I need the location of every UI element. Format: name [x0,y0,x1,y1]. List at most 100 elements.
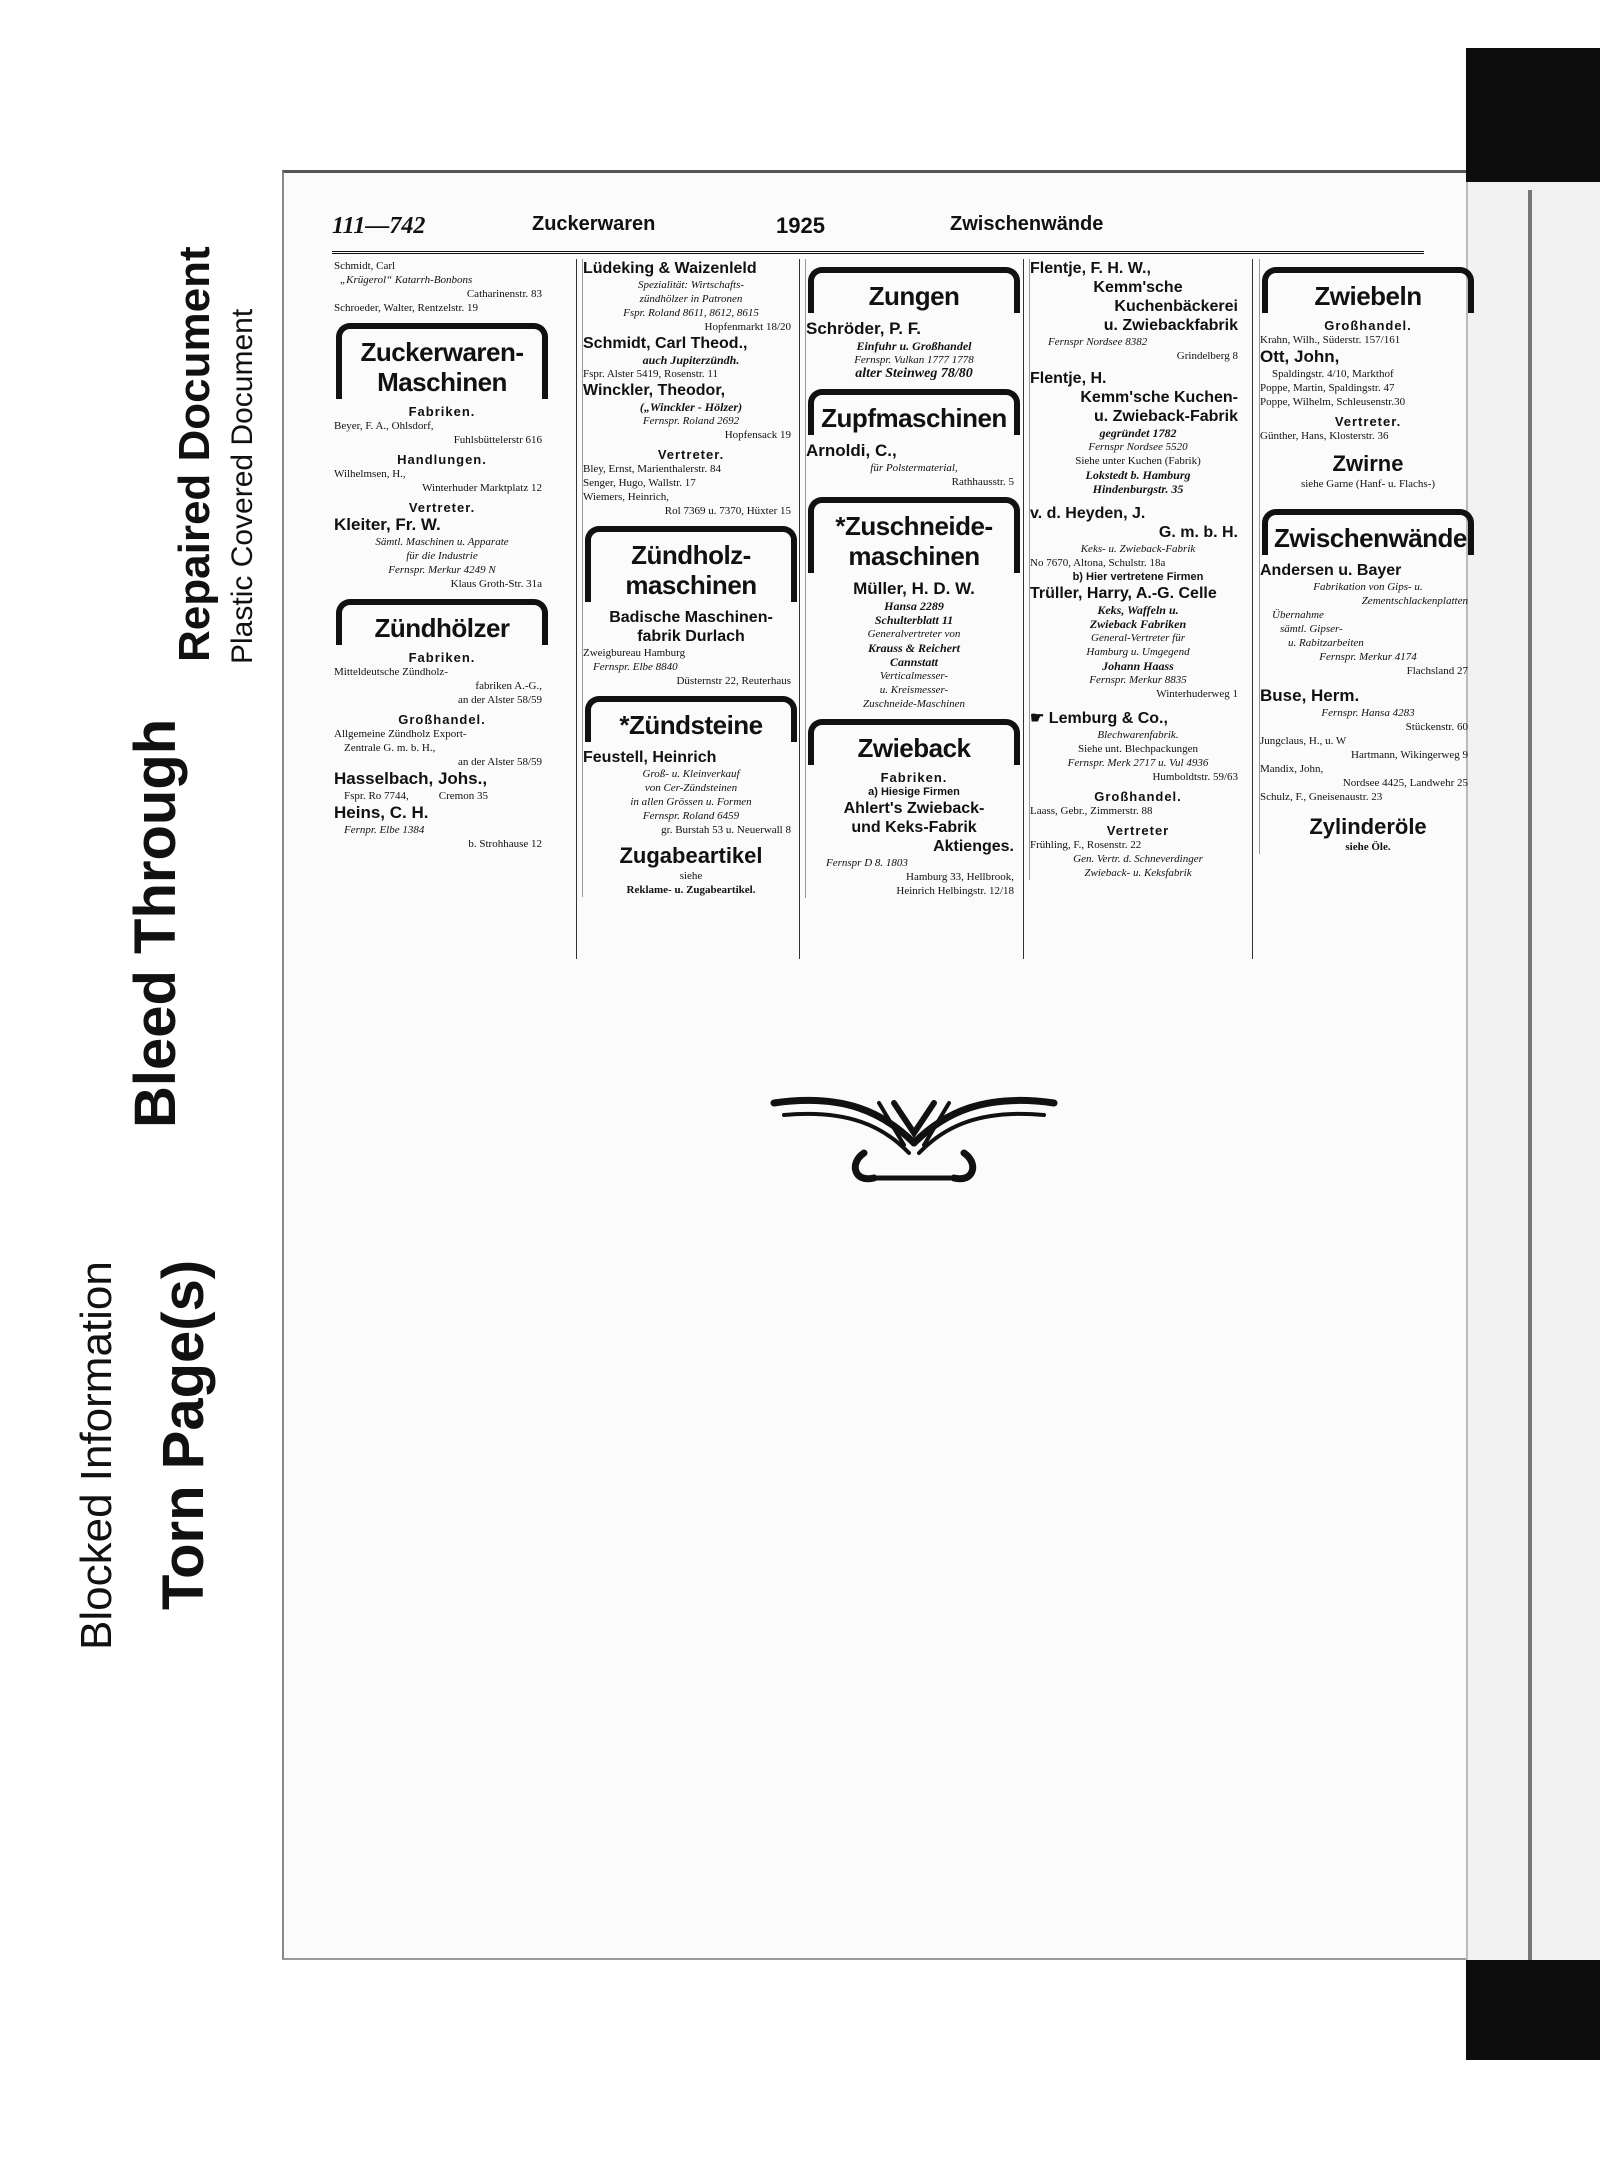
entry-name: Aktienges. [933,838,1014,855]
entry-name: Kleiter, Fr. W. [334,515,441,534]
entry-line: für die Industrie [406,550,478,562]
entry-line: Lokstedt b. Hamburg [1085,468,1191,482]
entry-line: sämtl. Gipser- [1280,623,1343,635]
category-title: Zungen [868,281,960,311]
entry-line: Hansa 2289 [884,599,944,613]
subheading: Vertreter. [408,501,476,515]
entry-line: Krauss & Reichert [867,641,960,655]
entry-line: Allgemeine Zündholz Export- [334,728,467,740]
entry-name: Badische Maschinen- [609,609,773,626]
entry-line: u. Kreismesser- [879,684,949,696]
entry-line: Groß- u. Kleinverkauf [642,768,740,780]
subheading: Fabriken. [880,771,948,785]
category-title: Zupfmaschinen [821,403,1007,433]
entry-line: Hamburg u. Umgegend [1086,646,1190,658]
category-title: Zündholz-maschinen [625,540,757,600]
entry-line: Fernspr. Vulkan 1777 1778 [854,354,974,366]
note-blocked-information: Blocked Information [72,1261,121,1650]
entry-name: Kemm'sche Kuchen- [1080,389,1238,406]
entry-line: an der Alster 58/59 [457,694,542,706]
entry-line: Hartmann, Wikingerweg 9 [1351,749,1468,761]
category-title: Zündhölzer [374,613,510,643]
entry-line: Fernspr. Merkur 4249 N [388,564,496,576]
entry-line: Zentrale G. m. b. H., [344,742,436,754]
entry-line: Mitteldeutsche Zündholz- [334,666,448,678]
entry-name: G. m. b. H. [1158,524,1238,541]
scan-binding-edge [1466,182,1600,1960]
entry-line: siehe Öle. [1345,841,1391,853]
category-zungen: Zungen [808,267,1020,313]
category-title: Zuckerwaren-Maschinen [360,337,524,397]
subheading: Großhandel. [1094,790,1182,804]
category-title: *Zündsteine [619,710,763,740]
entry-name: Schröder, P. F. [806,319,921,338]
entry-line: Hopfenmarkt 18/20 [704,321,791,333]
entry-line: Fernspr Nordsee 8382 [1048,336,1148,348]
year: 1925 [776,213,825,238]
entry-name: u. Zwiebackfabrik [1103,317,1238,334]
entry-line: Fernspr. Roland 2692 [642,415,740,427]
entry-line: Fernspr. Merkur 8835 [1089,674,1187,686]
entry-line: Cremon 35 [438,790,488,802]
entry-name: und Keks-Fabrik [851,819,977,836]
entry-line: Hamburg 33, Hellbrook, [906,871,1014,883]
directory-page: 111—742 Zuckerwaren 1925 Zwischenwände S… [282,170,1474,1960]
entry-line: Fspr. Roland 8611, 8612, 8615 [623,307,759,319]
entry-line: u. Rabitzarbeiten [1288,637,1364,649]
subheading: Vertreter [1106,824,1170,838]
category-zwiebeln: Zwiebeln [1262,267,1474,313]
column-5: Zwiebeln Großhandel. Krahn, Wilh., Süder… [1259,259,1476,854]
entry-line: Fernspr. Merkur 4174 [1319,651,1417,663]
entry-line: Schulz, F., Gneisenaustr. 23 [1260,791,1383,803]
entry-line: Fuhlsbüttelerstr 616 [453,434,542,446]
entry-line: gr. Burstah 53 u. Neuerwall 8 [661,824,791,836]
entry-line: Hindenburgstr. 35 [1092,482,1184,496]
entry-line: Frühling, F., Rosenstr. 22 [1030,839,1142,851]
entry-line: No 7670, Altona, Schulstr. 18a [1030,557,1166,569]
entry-line: Winterhuder Marktplatz 12 [422,482,542,494]
entry-name: Feustell, Heinrich [583,749,717,766]
entry-line: Einfuhr u. Großhandel [856,339,972,353]
column-divider [576,259,577,959]
entry-line: an der Alster 58/59 [457,756,542,768]
entry-line: Beyer, F. A., Ohlsdorf, [334,420,434,432]
subheading: Handlungen. [397,453,487,467]
entry-line: Bley, Ernst, Marienthalerstr. 84 [583,463,721,475]
entry-line: Schulterblatt 11 [874,613,954,627]
column-divider [1252,259,1253,959]
entry-line: Zuschneide-Maschinen [862,698,966,710]
entry-line: für Polstermaterial, [870,462,958,474]
header-rule [332,251,1424,254]
entry-line: Mandix, John, [1260,763,1324,775]
entry-name: Trüller, Harry, A.-G. Celle [1030,585,1217,602]
entry-line: Siehe unt. Blechpackungen [1077,743,1199,755]
entry-name: Kuchenbäckerei [1114,298,1238,315]
entry-name: Ott, John, [1260,347,1340,366]
entry-line: Gen. Vertr. d. Schneverdinger [1073,853,1203,865]
entry-line: Fspr. Alster 5419, Rosenstr. 11 [583,368,718,380]
entry-line: Günther, Hans, Klosterstr. 36 [1260,430,1389,442]
entry-name: Flentje, F. H. W., [1030,260,1151,277]
entry-name: fabrik Durlach [637,628,745,645]
entry-line: Nordsee 4425, Landwehr 25 [1342,777,1468,789]
entry-line: Catharinenstr. 83 [466,288,542,300]
entry-line: Klaus Groth-Str. 31a [450,578,542,590]
entry-line: Krahn, Wilh., Süderstr. 157/161 [1260,334,1401,346]
entry-line: Cannstatt [889,655,939,669]
entry-name: Winckler, Theodor, [583,382,726,399]
entry-line: Zwieback- u. Keksfabrik [1084,867,1192,879]
entry-line: zündhölzer in Patronen [639,293,743,305]
entry-line: Düsternstr 22, Reuterhaus [676,675,791,687]
entry-line: Flachsland 27 [1406,665,1468,677]
entry-line: Übernahme [1272,609,1324,621]
page-number: 111—742 [332,213,426,239]
entry-line: siehe Garne (Hanf- u. Flachs-) [1300,478,1436,490]
entry-line: Sämtl. Maschinen u. Apparate [375,536,509,548]
category-zuendsteine: *Zündsteine [585,696,797,742]
category-zuendholzmaschinen: Zündholz-maschinen [585,526,797,602]
category-zwieback: Zwieback [808,719,1020,765]
entry-line: Wiemers, Heinrich, [583,491,669,503]
entry-line: gegründet 1782 [1099,426,1177,440]
category-zylinderoele: Zylinderöle [1309,814,1427,839]
scan-page-edge-line [1528,190,1532,1960]
